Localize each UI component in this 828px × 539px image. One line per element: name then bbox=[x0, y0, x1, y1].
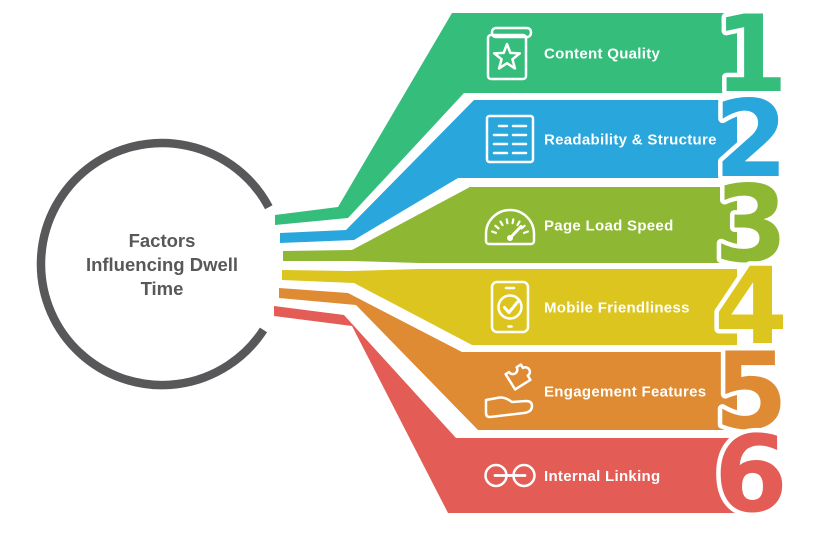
factor-label: Mobile Friendliness bbox=[544, 299, 690, 316]
title-line-2: Influencing Dwell bbox=[86, 254, 238, 275]
factor-ribbon bbox=[282, 269, 737, 345]
factor-ribbon bbox=[274, 306, 737, 513]
factor-number: 4 bbox=[714, 245, 788, 368]
factor-ribbon bbox=[279, 288, 737, 430]
factor-ribbon bbox=[280, 100, 737, 243]
chain-link-icon bbox=[484, 463, 536, 488]
circle-ring bbox=[36, 138, 273, 390]
factor-label: Page Load Speed bbox=[544, 217, 674, 234]
factor-number: 2 bbox=[714, 78, 788, 201]
speedometer-icon bbox=[484, 208, 536, 246]
factor-label: Internal Linking bbox=[544, 468, 660, 485]
factor-label: Readability & Structure bbox=[544, 131, 717, 148]
book-star-icon bbox=[486, 26, 533, 81]
title-line-3: Time bbox=[141, 278, 184, 299]
hand-puzzle-icon bbox=[484, 363, 534, 419]
factor-number: 5 bbox=[714, 330, 788, 453]
factor-number: 3 bbox=[714, 163, 788, 286]
title-line-1: Factors bbox=[129, 230, 196, 251]
factor-ribbon bbox=[283, 187, 737, 263]
phone-check-icon bbox=[490, 280, 530, 334]
factor-ribbon bbox=[275, 13, 737, 225]
document-lines-icon bbox=[485, 114, 535, 164]
factor-label: Content Quality bbox=[544, 45, 661, 62]
factor-number: 6 bbox=[714, 413, 788, 536]
factor-label: Engagement Features bbox=[544, 383, 706, 400]
